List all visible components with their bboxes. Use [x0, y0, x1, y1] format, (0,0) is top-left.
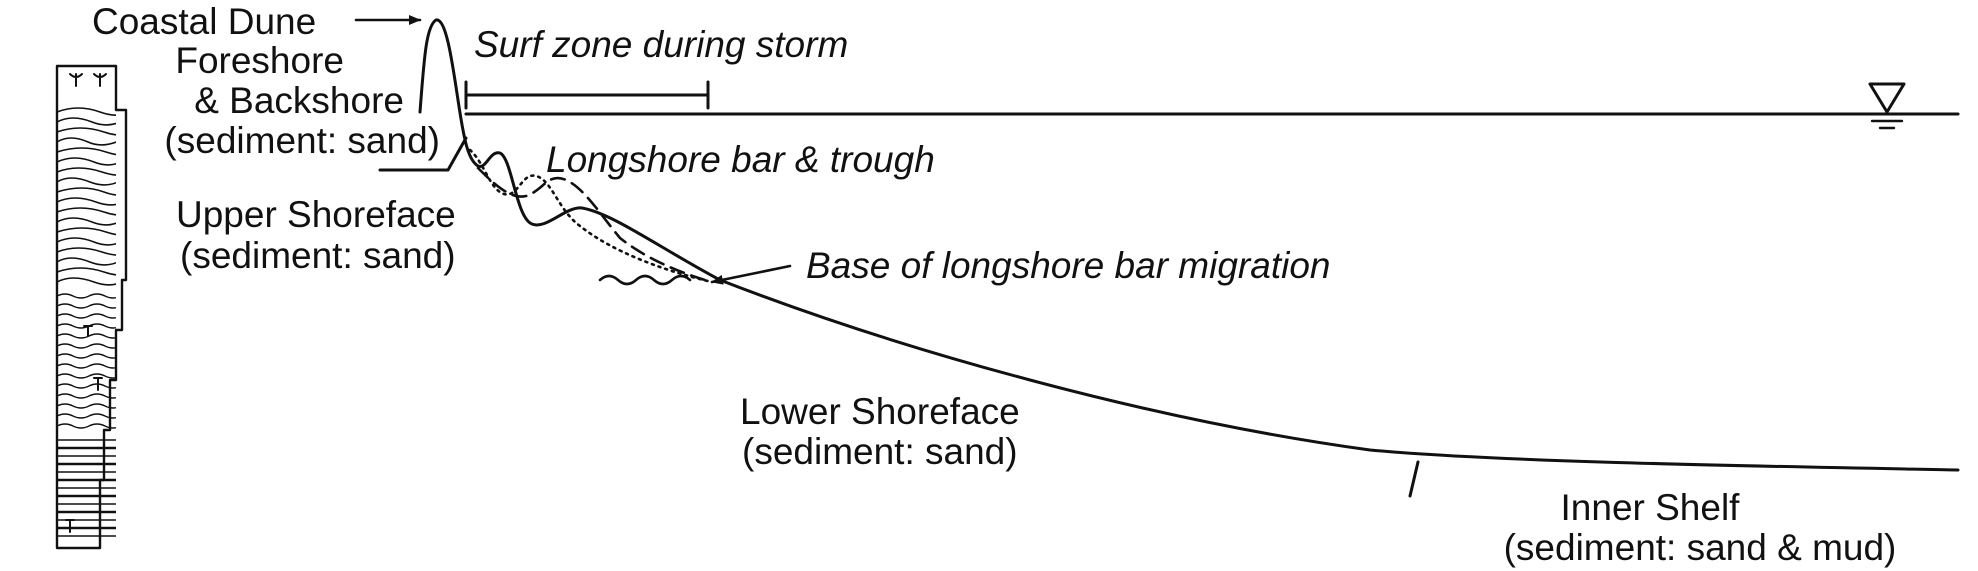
water-level-triangle-icon — [1868, 82, 1906, 130]
stratigraphic-column — [55, 64, 128, 550]
upper-shoreface-label-line1: Upper Shoreface — [176, 194, 456, 235]
foreshore-boundary-tick — [378, 136, 468, 172]
longshore-bar-label: Longshore bar & trough — [546, 139, 935, 180]
burrow-icon — [65, 519, 75, 533]
inner-shelf-label-line1: Inner Shelf — [1561, 487, 1741, 528]
seafloor-profile — [418, 18, 1960, 472]
root-trace-icon — [69, 73, 107, 87]
bar-profile-dashed — [476, 166, 714, 284]
upper-shoreface-label-line2: (sediment: sand) — [180, 235, 456, 276]
base-migration-wavy-line — [598, 274, 692, 286]
foreshore-label-line1: Foreshore — [175, 40, 344, 81]
coastal-dune-label: Coastal Dune — [92, 1, 316, 42]
bar-profile-dotted — [468, 148, 714, 284]
lower-shoreface-label-line1: Lower Shoreface — [740, 391, 1020, 432]
foreshore-label-line2: & Backshore — [194, 80, 404, 121]
column-outline — [55, 64, 128, 550]
column-bedding — [57, 107, 116, 537]
foreshore-label-line3: (sediment: sand) — [164, 120, 440, 161]
burrow-icon — [83, 325, 93, 337]
surf-zone-bracket — [464, 80, 710, 110]
base-migration-arrow — [710, 264, 792, 285]
surf-zone-label: Surf zone during storm — [474, 24, 848, 65]
burrow-icon — [93, 377, 103, 391]
lower-shoreface-label-line2: (sediment: sand) — [742, 431, 1018, 472]
base-migration-label: Base of longshore bar migration — [806, 245, 1330, 286]
inner-shelf-label-line2: (sediment: sand & mud) — [1504, 527, 1897, 568]
shelf-boundary-tick — [1408, 460, 1420, 498]
